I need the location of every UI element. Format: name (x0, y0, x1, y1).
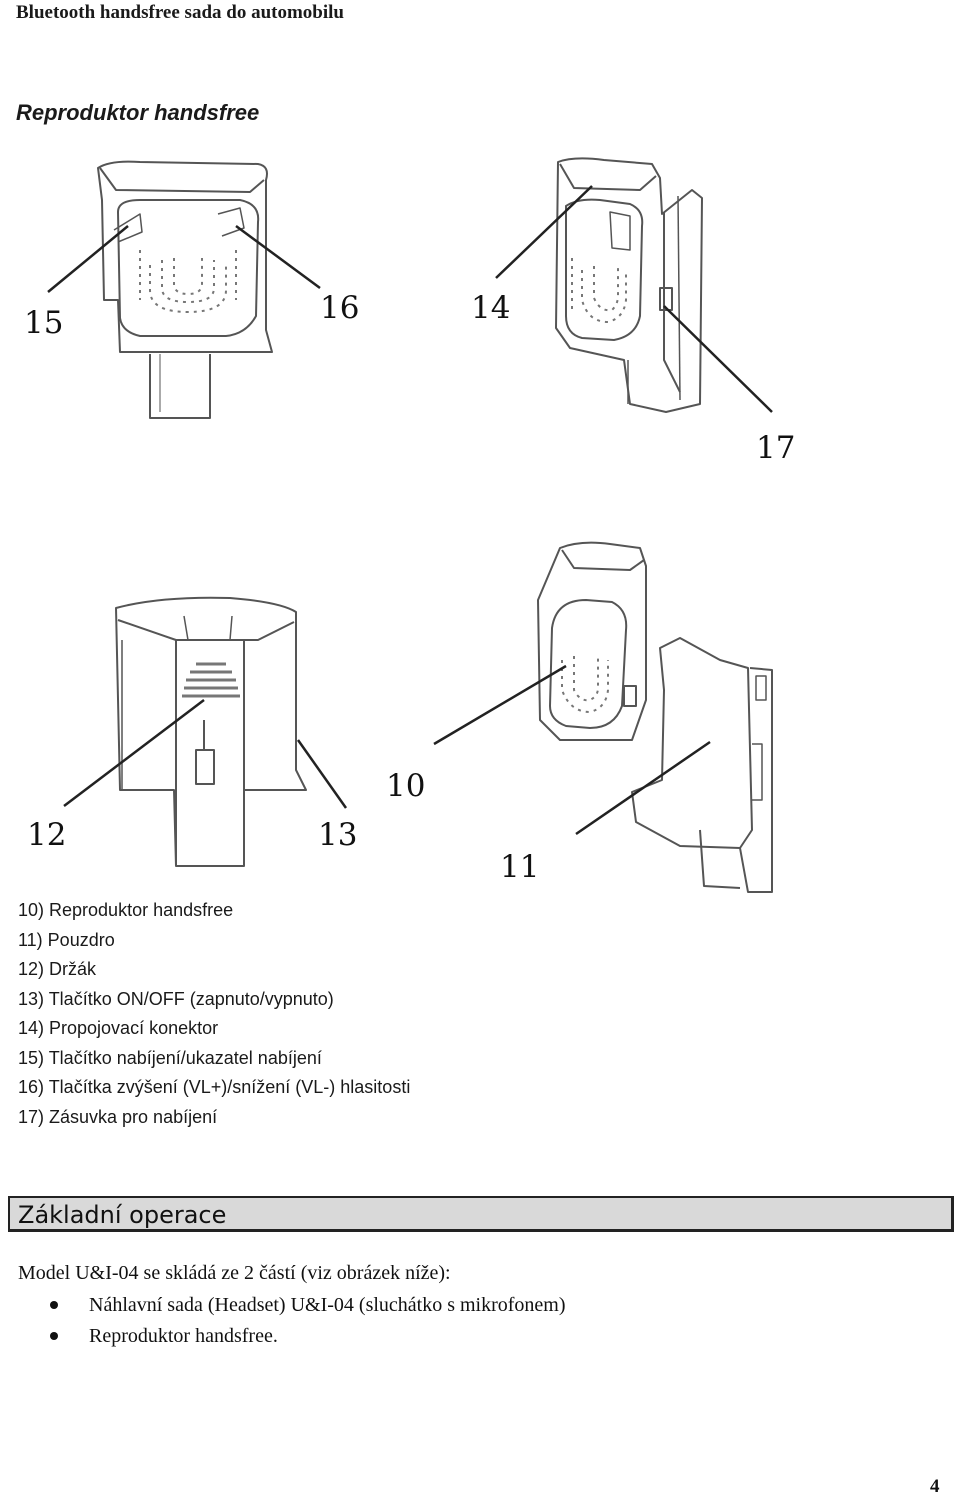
speaker-and-pouch-drawing (537, 541, 773, 893)
list-item: 15) Tlačítko nabíjení/ukazatel nabíjení (18, 1047, 322, 1068)
list-item-text: Reproduktor handsfree. (89, 1325, 278, 1347)
speaker-back-view-with-holder-drawing (115, 596, 307, 867)
bullet-icon (50, 1332, 58, 1340)
operations-intro: Model U&I-04 se skládá ze 2 částí (viz o… (18, 1262, 451, 1284)
section-heading: Základní operace (18, 1201, 227, 1229)
operations-list: Náhlavní sada (Headset) U&I-04 (sluchátk… (50, 1292, 566, 1354)
callout-15: 15 (24, 305, 63, 341)
list-item: 10) Reproduktor handsfree (18, 900, 234, 920)
list-item: 16) Tlačítka zvýšení (VL+)/snížení (VL-)… (18, 1077, 411, 1097)
callout-leader-lines (47, 185, 773, 836)
bullet-icon (50, 1301, 58, 1309)
device-illustrations: 15 16 14 17 12 13 10 11 (24, 157, 795, 893)
list-item-text: Náhlavní sada (Headset) U&I-04 (sluchátk… (89, 1294, 566, 1316)
list-item: 17) Zásuvka pro nabíjení (18, 1106, 218, 1127)
callout-11: 11 (500, 849, 539, 885)
callout-10: 10 (386, 768, 425, 804)
speaker-front-view-drawing (97, 160, 273, 419)
section-heading-bar: Základní operace (8, 1196, 954, 1232)
document-header-title: Bluetooth handsfree sada do automobilu (16, 2, 344, 23)
page-number: 4 (930, 1476, 940, 1497)
parts-list: 10) Reproduktor handsfree 11) Pouzdro 12… (18, 898, 410, 1134)
list-item: 11) Pouzdro (18, 929, 115, 950)
list-item: Reproduktor handsfree. (50, 1323, 566, 1354)
speaker-side-view-drawing (555, 157, 703, 413)
callout-13: 13 (318, 817, 357, 853)
callout-17: 17 (756, 430, 795, 466)
list-item: Náhlavní sada (Headset) U&I-04 (sluchátk… (50, 1292, 566, 1323)
callout-16: 16 (320, 290, 359, 326)
callout-14: 14 (471, 290, 510, 326)
section-title: Reproduktor handsfree (16, 100, 260, 125)
list-item: 13) Tlačítko ON/OFF (zapnuto/vypnuto) (18, 988, 334, 1009)
list-item: 14) Propojovací konektor (18, 1018, 219, 1038)
list-item: 12) Držák (18, 959, 97, 979)
callout-12: 12 (27, 817, 66, 853)
